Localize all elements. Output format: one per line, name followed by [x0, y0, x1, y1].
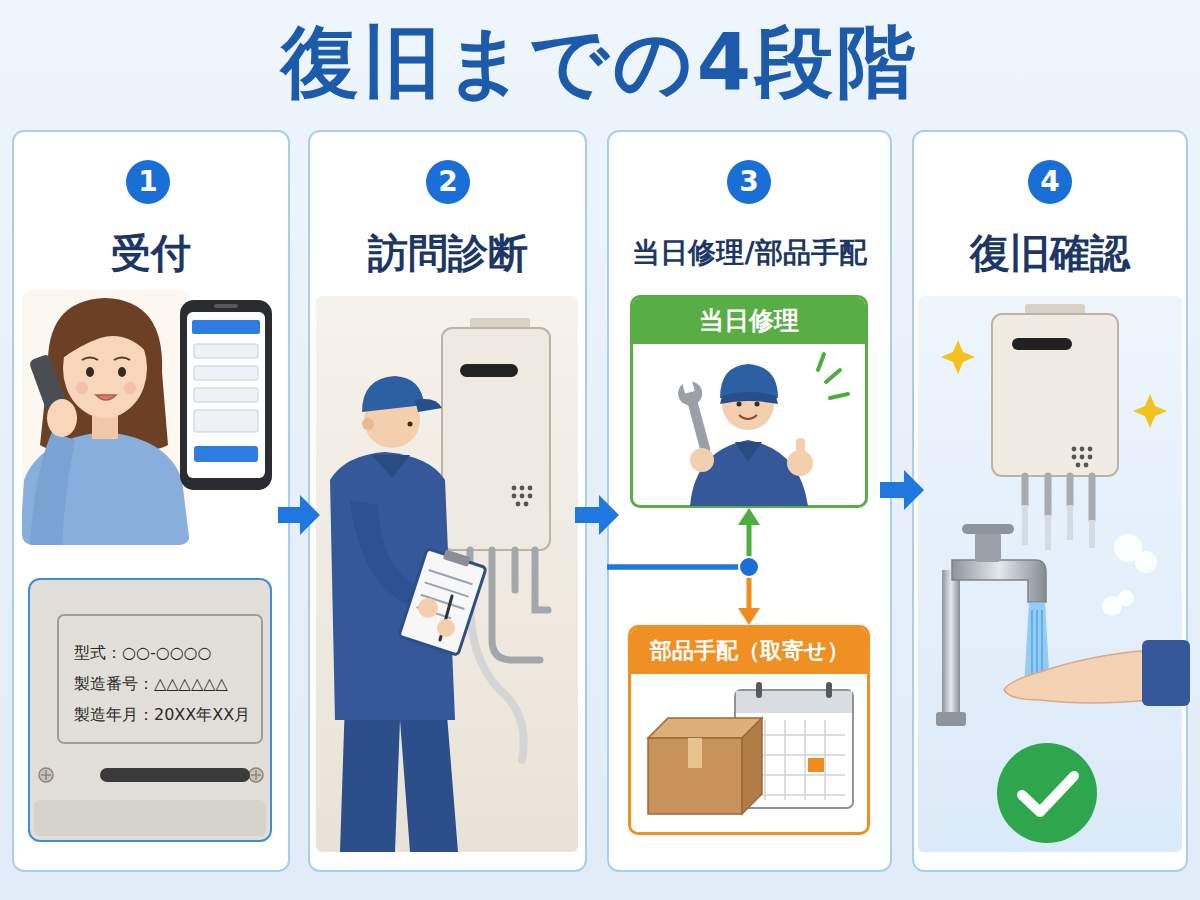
option-box: 当日修理: [630, 295, 868, 508]
step-panel: 訪問診断 2: [308, 130, 587, 872]
step-number-text: 1: [126, 160, 170, 204]
step-heading: 受付: [14, 230, 288, 276]
step-heading: 復旧確認: [914, 230, 1186, 276]
step-number: 3: [727, 160, 771, 204]
rating-plate: 型式：○○-○○○○ 製造番号：△△△△△△ 製造年月：20XX年XX月: [28, 578, 272, 842]
plate-line: 製造番号：△△△△△△: [74, 671, 270, 697]
step-heading: 当日修理/部品手配: [609, 230, 890, 276]
step-number: 1: [126, 160, 170, 204]
step-number: 2: [426, 160, 470, 204]
option-heading: 部品手配（取寄せ）: [631, 628, 867, 674]
diagram-title: 復旧までの4段階: [0, 16, 1200, 108]
step-panel: 復旧確認 4: [912, 130, 1188, 872]
option-heading: 当日修理: [633, 298, 865, 344]
step-number-text: 3: [727, 160, 771, 204]
step-heading: 訪問診断: [310, 230, 585, 276]
option-box: 部品手配（取寄せ）: [628, 625, 870, 835]
plate-line: 型式：○○-○○○○: [74, 640, 270, 666]
step-panel: 受付 1 型式：○○-○○○○ 製造番号：△△△△△△ 製造年月：20XX年XX月: [12, 130, 290, 872]
plate-line: 製造年月：20XX年XX月: [74, 702, 270, 728]
step-panel: 当日修理/部品手配 3 当日修理部品手配（取寄せ）: [607, 130, 892, 872]
step-number-text: 2: [426, 160, 470, 204]
step-number: 4: [1028, 160, 1072, 204]
step-number-text: 4: [1028, 160, 1072, 204]
